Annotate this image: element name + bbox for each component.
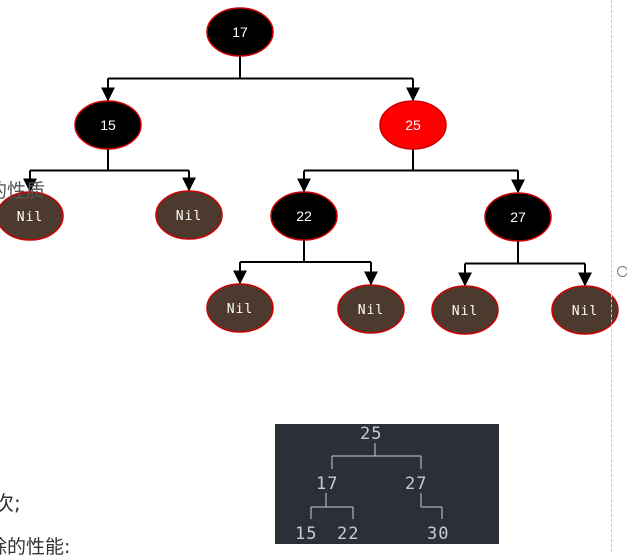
tree-node-n22: 22 [270,191,338,241]
tree-node-nilE: Nil [431,285,499,335]
node-label-nilE: Nil [452,304,478,319]
node-label-nilF: Nil [572,304,598,319]
node-label-n25: 25 [405,117,421,133]
node-ellipse-n25 [379,100,447,150]
side-text-fragment-2: 次; [0,491,21,515]
node-label-n27: 27 [510,209,526,225]
code-tree-connectors [310,443,443,519]
tree-node-nilF: Nil [551,285,619,335]
node-ellipse-nilE [431,285,499,335]
node-ellipse-nilB [155,190,223,240]
code-node-left-left: 15 [295,524,318,544]
node-label-nilB: Nil [176,209,202,224]
tree-edges [23,56,592,287]
page-edge-rule [611,0,612,552]
tree-node-nilC: Nil [206,283,274,333]
node-ellipse-n15 [74,100,142,150]
resize-handle-icon[interactable] [617,266,627,277]
node-label-n15: 15 [100,117,116,133]
side-text-fragment-3: 除的性能: [0,536,71,558]
code-block-tree: 25 17 27 15 22 30 [275,424,499,544]
code-node-left: 17 [316,474,339,494]
tree-node-n25: 25 [379,100,447,150]
tree-node-nilA: Nil [0,191,64,241]
side-text-fragment-1: 的性质 [0,180,46,202]
node-ellipse-n17 [206,7,274,57]
code-node-right-right: 30 [427,524,450,544]
tree-node-n17: 17 [206,7,274,57]
node-ellipse-n27 [484,192,552,242]
node-label-nilC: Nil [227,302,253,317]
tree-node-nilB: Nil [155,190,223,240]
node-ellipse-nilF [551,285,619,335]
tree-node-n15: 15 [74,100,142,150]
code-node-left-right: 22 [337,524,360,544]
node-ellipse-nilD [337,284,405,334]
tree-node-nilD: Nil [337,284,405,334]
node-label-n17: 17 [232,24,248,40]
node-ellipse-nilC [206,283,274,333]
code-node-root: 25 [360,424,383,444]
node-label-n22: 22 [296,208,312,224]
node-label-nilD: Nil [358,303,384,318]
code-node-right: 27 [405,474,428,494]
node-ellipse-n22 [270,191,338,241]
node-label-nilA: Nil [17,210,43,225]
tree-node-n27: 27 [484,192,552,242]
node-ellipse-nilA [0,191,64,241]
